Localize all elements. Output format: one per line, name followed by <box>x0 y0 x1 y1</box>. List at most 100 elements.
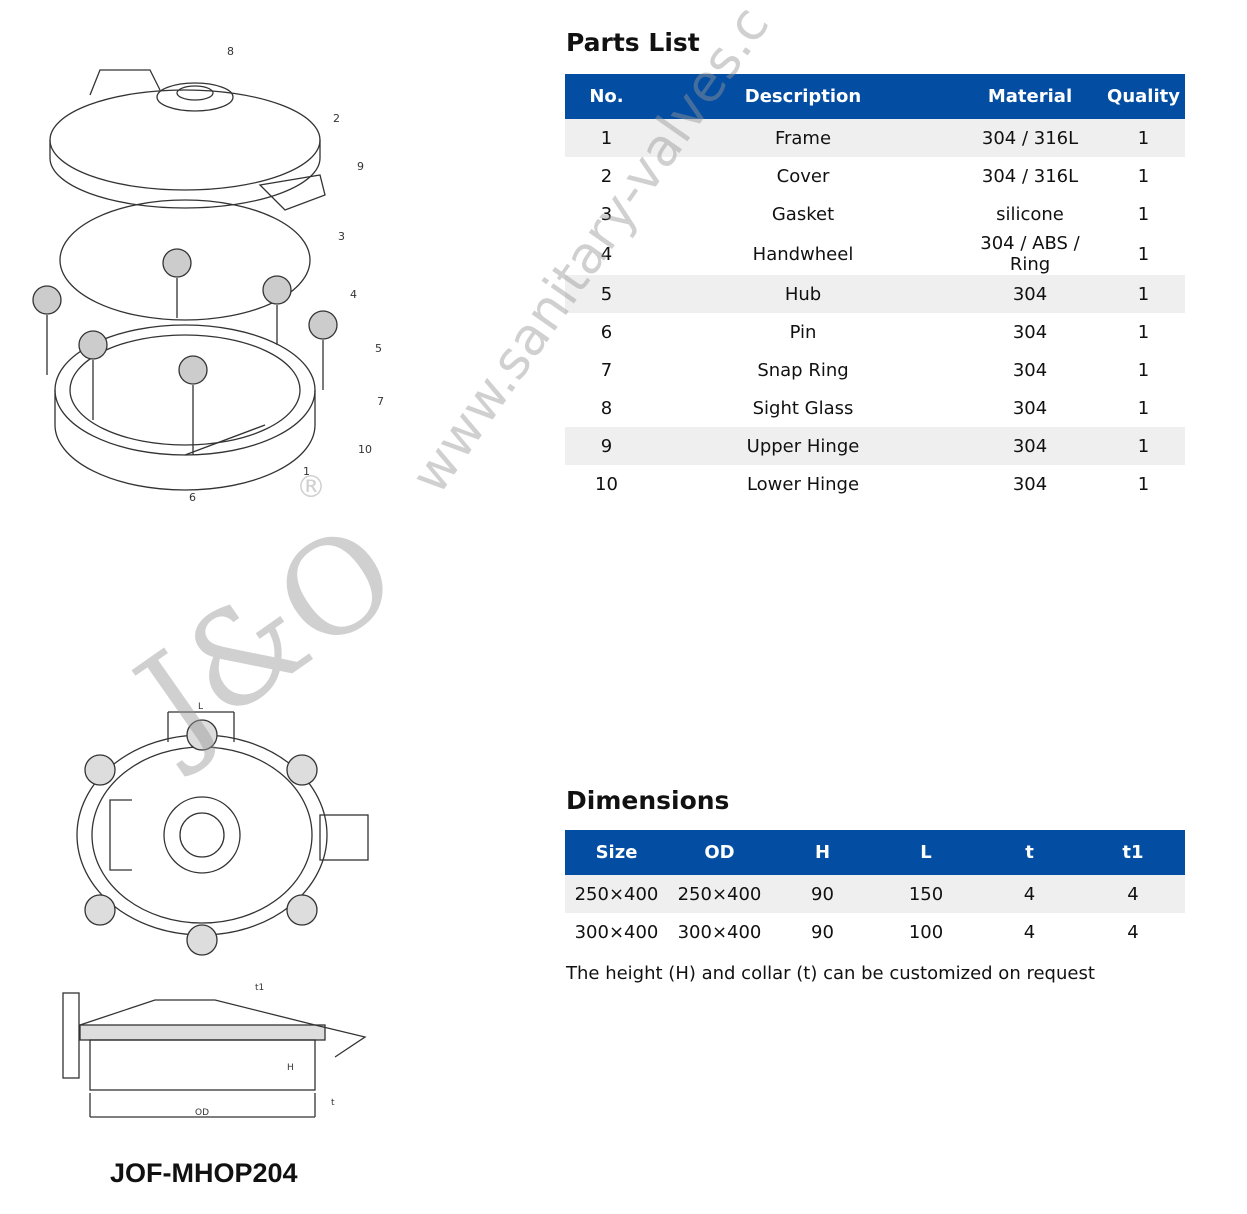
table-cell: 9 <box>565 427 648 465</box>
table-cell: 4 <box>1023 921 1036 943</box>
dim-OD: OD <box>195 1108 209 1118</box>
table-cell: Lower Hinge <box>746 473 860 495</box>
table-cell: 304 <box>958 427 1102 465</box>
registered-mark: ® <box>296 470 326 505</box>
table-cell: 1 <box>1137 473 1150 495</box>
column-header: L <box>874 830 978 875</box>
dim-t1: t1 <box>255 983 264 993</box>
table-row: 6 Pin 304 1 <box>565 313 1185 351</box>
table-cell: 304 <box>1012 359 1048 381</box>
column-header: Quality <box>1102 74 1185 119</box>
table-row: 2 Cover 304 / 316L 1 <box>565 157 1185 195</box>
column-header: OD <box>668 830 771 875</box>
table-row: 7 Snap Ring 304 1 <box>565 351 1185 389</box>
dim-t: t <box>331 1098 335 1108</box>
dim-H: H <box>287 1063 294 1073</box>
dimensions-note: The height (H) and collar (t) can be cus… <box>566 963 1095 984</box>
table-cell: 1 <box>1137 165 1150 187</box>
table-cell: 300×400 <box>677 921 762 943</box>
table-cell: 304 <box>1012 321 1048 343</box>
table-cell: Hub <box>648 275 958 313</box>
table-cell: 4 <box>978 875 1081 913</box>
table-cell: 1 <box>1137 321 1150 343</box>
callout-2: 2 <box>333 112 340 125</box>
table-cell: Pin <box>789 321 817 343</box>
dimensions-title: Dimensions <box>566 786 730 815</box>
table-cell: 304 <box>1012 397 1048 419</box>
callout-10: 10 <box>358 443 372 456</box>
column-header: t1 <box>1081 830 1185 875</box>
model-number: JOF-MHOP204 <box>110 1158 298 1188</box>
table-cell: Frame <box>648 119 958 157</box>
table-cell: 1 <box>1137 359 1150 381</box>
column-header: H <box>771 830 874 875</box>
table-cell: 1 <box>1102 119 1185 157</box>
callout-9: 9 <box>357 160 364 173</box>
callout-8: 8 <box>227 45 234 58</box>
callout-7: 7 <box>377 395 384 408</box>
table-row: 300×400 300×400 90 100 4 4 <box>565 913 1185 951</box>
table-cell: Cover <box>776 165 830 187</box>
top-view-drawing: L <box>76 702 369 956</box>
table-cell: 1 <box>1137 397 1150 419</box>
table-cell: Snap Ring <box>757 359 849 381</box>
table-cell: Gasket <box>771 203 835 225</box>
table-row: 4 Handwheel 304 / ABS / Ring 1 <box>565 233 1185 275</box>
callout-1: 1 <box>303 465 310 478</box>
table-cell: 1 <box>1137 203 1150 225</box>
table-cell: 4 <box>1081 875 1185 913</box>
table-cell: 304 / 316L <box>958 119 1102 157</box>
column-header: Description <box>648 74 958 119</box>
dim-L: L <box>198 702 203 712</box>
table-cell: 304 <box>958 275 1102 313</box>
table-cell: 4 <box>600 243 613 265</box>
table-cell: silicone <box>996 203 1064 225</box>
table-cell: 150 <box>874 875 978 913</box>
table-cell: 300×400 <box>574 921 659 943</box>
column-header: No. <box>565 74 648 119</box>
table-cell: 6 <box>600 321 613 343</box>
callout-5: 5 <box>375 342 382 355</box>
table-cell: 4 <box>1127 921 1139 943</box>
table-cell: 100 <box>908 921 944 943</box>
table-cell: 304 / ABS / Ring <box>980 233 1080 275</box>
table-cell: 1 <box>1102 427 1185 465</box>
table-cell: 250×400 <box>668 875 771 913</box>
table-cell: 250×400 <box>565 875 668 913</box>
table-cell: 304 <box>1012 473 1048 495</box>
table-cell: 90 <box>771 875 874 913</box>
callout-6: 6 <box>189 491 196 504</box>
table-cell: 1 <box>1102 275 1185 313</box>
table-cell: 1 <box>1137 243 1150 265</box>
column-header: Material <box>958 74 1102 119</box>
callout-3: 3 <box>338 230 345 243</box>
side-view-drawing: OD H t t1 <box>62 983 367 1118</box>
callout-4: 4 <box>350 288 357 301</box>
table-cell: 5 <box>565 275 648 313</box>
table-cell: 1 <box>565 119 648 157</box>
exploded-view-drawing: 8 2 9 3 4 5 7 10 1 6 <box>32 45 384 504</box>
table-cell: 304 / 316L <box>981 165 1079 187</box>
column-header: Size <box>565 830 668 875</box>
table-cell: Upper Hinge <box>648 427 958 465</box>
table-cell: 2 <box>600 165 613 187</box>
table-cell: 10 <box>595 473 618 495</box>
column-header: t <box>978 830 1081 875</box>
parts-list-title: Parts List <box>566 28 700 57</box>
table-cell: 7 <box>600 359 613 381</box>
table-row: 3 Gasket silicone 1 <box>565 195 1185 233</box>
table-cell: 8 <box>600 397 613 419</box>
table-cell: Sight Glass <box>752 397 854 419</box>
table-cell: 90 <box>811 921 834 943</box>
table-row: 10 Lower Hinge 304 1 <box>565 465 1185 503</box>
table-row: 8 Sight Glass 304 1 <box>565 389 1185 427</box>
table-cell: Handwheel <box>752 243 854 265</box>
table-cell: 3 <box>600 203 613 225</box>
